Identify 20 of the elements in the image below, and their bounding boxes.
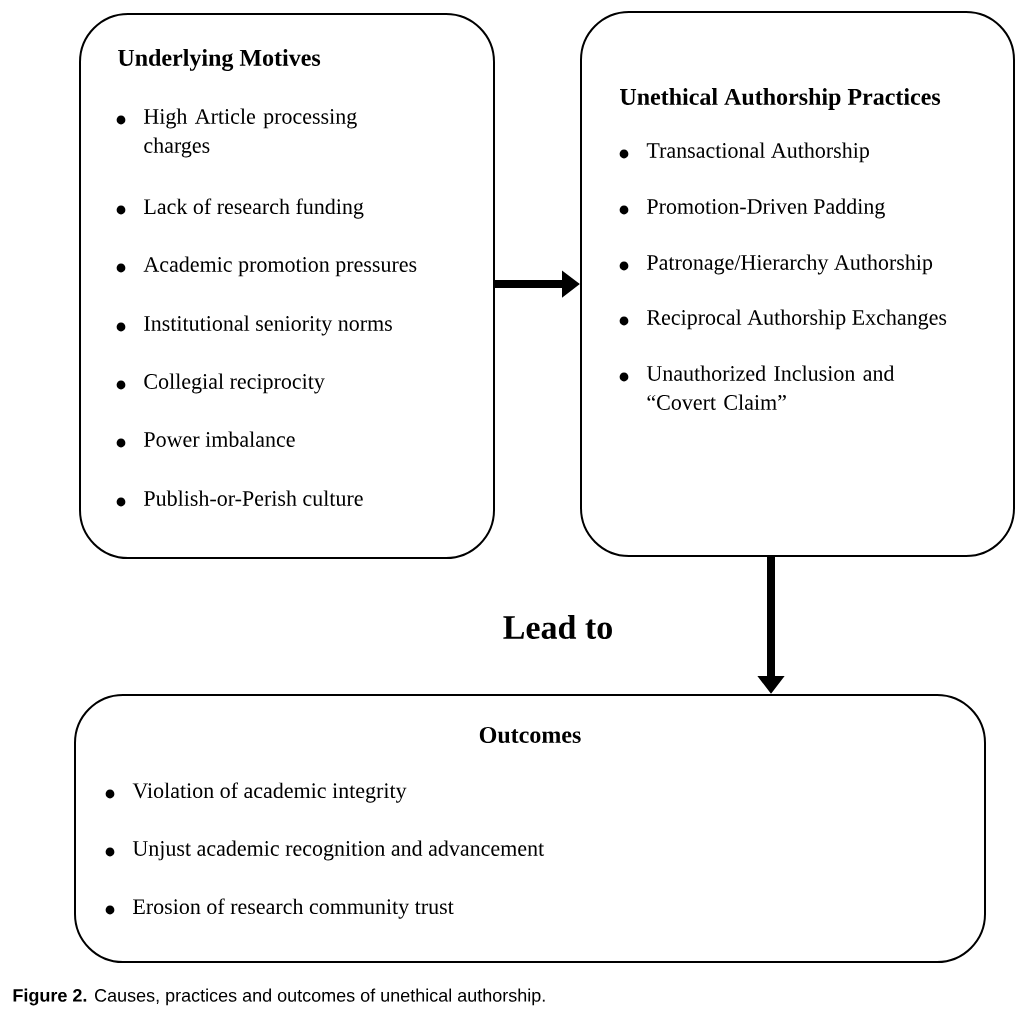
list-item: Publish-or-Perish culture	[144, 490, 363, 506]
list-item: Power imbalance	[144, 431, 295, 447]
list-item: Erosion of research community trust	[133, 898, 454, 919]
list-item: Unjust academic recognition and advancement	[132, 840, 545, 861]
list-item: High Article processing charges	[144, 108, 357, 158]
list-item: Violation of academic integrity	[132, 782, 407, 803]
list-item: Lack of research funding	[144, 198, 364, 219]
list-item: Transactional Authorship	[646, 142, 869, 163]
edge-label: Lead to	[503, 615, 612, 639]
heading: Outcomes	[479, 726, 581, 744]
list-item: Collegial reciprocity	[144, 373, 325, 394]
list-item: Academic promotion pressures	[143, 256, 417, 277]
list-item: Patronage/Hierarchy Authorship	[647, 254, 933, 275]
list-item: Promotion-Driven Padding	[647, 198, 885, 219]
list-item: Institutional seniority norms	[144, 315, 392, 336]
heading: Unethical Authorship Practices	[620, 88, 941, 110]
list-item: Reciprocal Authorship Exchanges	[647, 309, 947, 330]
caption: Figure 2. Causes, practices and outcomes of unethical authorship.	[13, 988, 545, 1006]
heading: Underlying Motives	[118, 49, 321, 71]
list-item: Unauthorized Inclusion and “Covert Claim”	[646, 365, 895, 410]
